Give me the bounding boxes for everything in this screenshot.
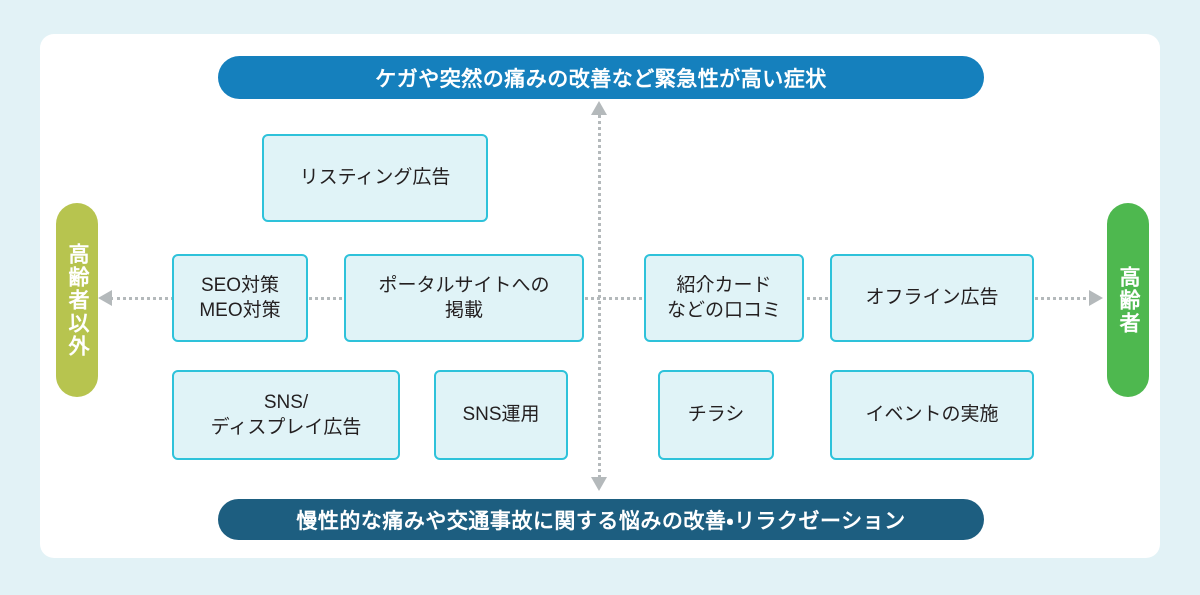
box-portal-site: ポータルサイトへの 掲載 — [344, 254, 584, 342]
vertical-axis-line — [598, 115, 601, 478]
box-offline-ads: オフライン広告 — [830, 254, 1034, 342]
arrow-left-icon — [98, 290, 112, 306]
horizontal-axis-line — [110, 297, 1092, 300]
axis-label-bottom: 慢性的な痛みや交通事故に関する悩みの改善・リラクゼーション — [218, 499, 984, 540]
box-sns-display-ads: SNS/ ディスプレイ広告 — [172, 370, 400, 460]
axis-label-left: 高齢者以外 — [56, 203, 98, 397]
box-seo-meo: SEO対策 MEO対策 — [172, 254, 308, 342]
box-sns-operation: SNS運用 — [434, 370, 568, 460]
arrow-right-icon — [1089, 290, 1103, 306]
box-listing-ads: リスティング広告 — [262, 134, 488, 222]
box-referral-card: 紹介カード などの口コミ — [644, 254, 804, 342]
axis-label-top: ケガや突然の痛みの改善など緊急性が高い症状 — [218, 56, 984, 99]
box-event: イベントの実施 — [830, 370, 1034, 460]
box-flyer: チラシ — [658, 370, 774, 460]
arrow-up-icon — [591, 101, 607, 115]
arrow-down-icon — [591, 477, 607, 491]
axis-label-right: 高齢者 — [1107, 203, 1149, 397]
